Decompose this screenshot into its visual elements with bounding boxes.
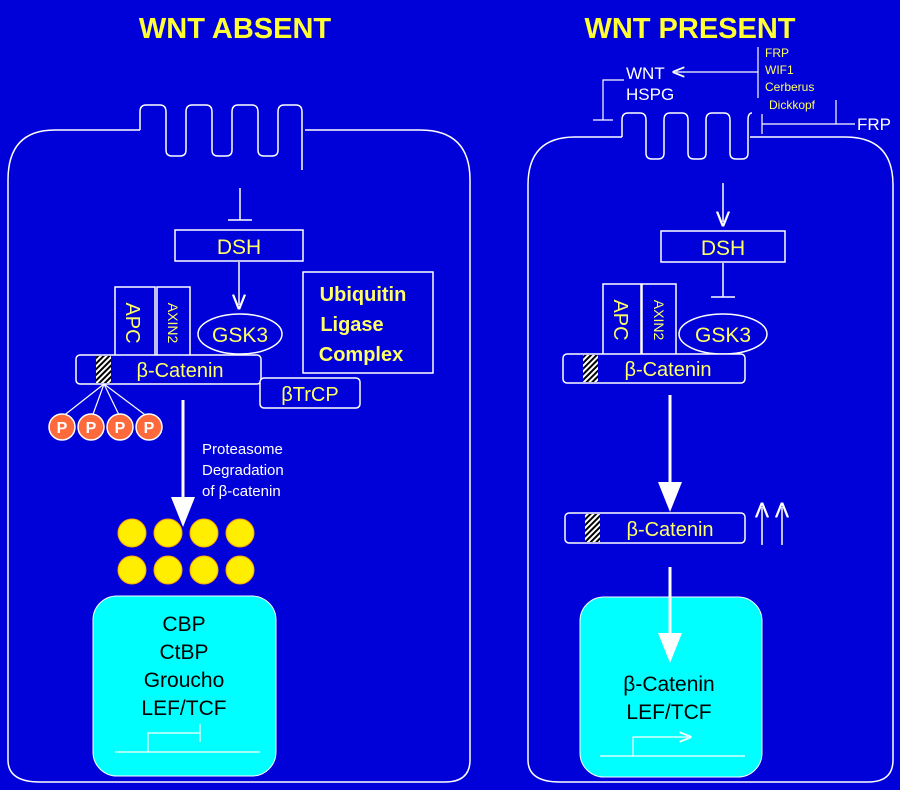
phosphate-links <box>61 383 149 418</box>
ubiquitin-label-2: Ligase <box>320 314 383 336</box>
left-gsk3-label: GSK3 <box>212 324 268 347</box>
hspg-label: HSPG <box>626 85 674 104</box>
right-dsh-box <box>660 230 786 263</box>
phosphate-circle <box>135 413 163 441</box>
right-apc-label: APC <box>609 299 631 340</box>
phosphate-circle <box>77 413 105 441</box>
left-gsk3-ellipse <box>197 313 283 355</box>
right-catenin2-hatch <box>585 514 600 542</box>
nucleus-lef-tcf: LEF/TCF <box>626 701 711 724</box>
left-catenin-bar <box>75 354 262 385</box>
nucleus-catenin: β-Catenin <box>623 673 714 696</box>
btrcp-label: βTrCP <box>281 384 338 406</box>
nucleus-cbp: CBP <box>162 613 205 636</box>
degraded-dot <box>225 555 255 585</box>
left-nucleus <box>92 595 277 777</box>
right-catenin-hatch <box>583 355 598 382</box>
degraded-dot <box>117 555 147 585</box>
phosphate-label: P <box>144 420 155 437</box>
degraded-dot <box>225 518 255 548</box>
right-dsh-label: DSH <box>701 237 745 260</box>
frp-inhibition <box>761 114 855 134</box>
left-cell-membrane <box>7 129 471 783</box>
right-title: WNT PRESENT <box>584 13 795 45</box>
nucleus-lef-tcf: LEF/TCF <box>141 697 226 720</box>
right-frizzled-receptor <box>621 112 753 160</box>
left-catenin-label: β-Catenin <box>136 360 223 382</box>
inhibitor-frp: FRP <box>765 46 789 60</box>
left-apc-label: APC <box>121 302 143 343</box>
right-promoter-active <box>600 737 745 757</box>
proteasome-label-2: Degradation <box>202 462 284 479</box>
right-catenin2-bar <box>564 512 746 544</box>
inhibitor-dickkopf: Dickkopf <box>769 98 816 112</box>
proteasome-label-1: Proteasome <box>202 441 283 458</box>
wnt-label: WNT <box>626 64 665 83</box>
degraded-dot <box>189 555 219 585</box>
left-title: WNT ABSENT <box>139 13 332 45</box>
nucleus-ctbp: CtBP <box>159 641 208 664</box>
right-dsh-gsk3-inhibition <box>711 263 735 298</box>
phosphate-group: P P P P <box>48 413 163 441</box>
right-gsk3-label: GSK3 <box>695 324 751 347</box>
left-inhibition-arrow <box>228 188 252 221</box>
frp-label: FRP <box>857 115 891 134</box>
phosphate-circle <box>106 413 134 441</box>
right-catenin2-label: β-Catenin <box>626 519 713 541</box>
phosphate-label: P <box>57 420 68 437</box>
phosphate-circle <box>48 413 76 441</box>
degraded-dot <box>117 518 147 548</box>
btrcp-box <box>259 377 361 409</box>
phosphate-label: P <box>86 420 97 437</box>
degraded-dot <box>153 555 183 585</box>
left-dsh-box <box>174 229 304 262</box>
phosphate-label: P <box>115 420 126 437</box>
right-cell-membrane <box>527 136 894 783</box>
right-axin2-label: AXIN2 <box>651 300 667 341</box>
right-catenin-label: β-Catenin <box>624 359 711 381</box>
ubiquitin-label-3: Complex <box>319 344 403 366</box>
degraded-catenin-dots <box>117 518 255 585</box>
ubiquitin-ligase-box <box>302 271 434 374</box>
ubiquitin-label-1: Ubiquitin <box>320 284 407 306</box>
left-dsh-label: DSH <box>217 236 261 259</box>
left-axin2-label: AXIN2 <box>165 303 181 344</box>
degraded-dot <box>153 518 183 548</box>
inhibitor-cerberus: Cerberus <box>765 80 814 94</box>
proteasome-label-3: of β-catenin <box>202 483 281 500</box>
degraded-dot <box>189 518 219 548</box>
left-promoter-blocked <box>115 724 260 753</box>
nucleus-groucho: Groucho <box>144 669 225 692</box>
inhibitor-wif1: WIF1 <box>765 63 794 77</box>
right-catenin-bar <box>562 353 746 384</box>
left-catenin-hatch <box>96 356 111 383</box>
left-frizzled-receptor <box>139 104 303 170</box>
wnt-inhibition-bracket <box>593 79 624 121</box>
